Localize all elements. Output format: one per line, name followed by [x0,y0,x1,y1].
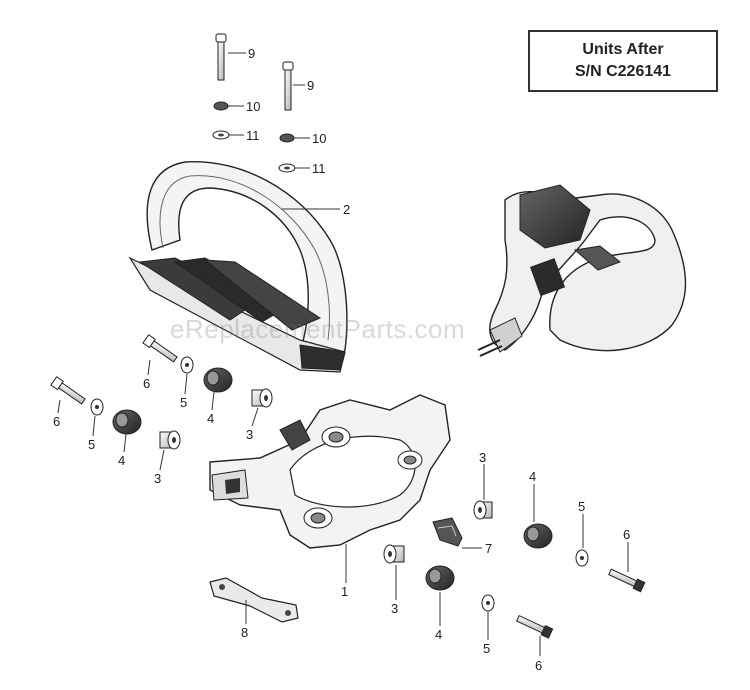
callout-5-bottom: 5 [483,641,490,656]
spacer-3-bottom [383,544,405,564]
callout-6-bottom: 6 [535,658,542,673]
callout-1: 1 [341,584,348,599]
isolator-4-right [523,523,553,549]
watermark: eReplacementParts.com [170,314,466,344]
bolt-6-upper-left [142,334,178,363]
clip-7 [432,517,463,547]
callout-3-lower-left: 3 [154,471,161,486]
washer-5-lower [90,398,104,416]
callout-3-bottom: 3 [391,601,398,616]
callout-10-right: 10 [312,131,326,146]
nut-10-left [213,101,229,111]
callout-11-right: 11 [312,161,326,176]
isolator-4-lower [112,409,142,435]
callout-3-right: 3 [479,450,486,465]
units-after-line2: S/N C226141 [574,63,672,80]
callout-4-right: 4 [529,469,536,484]
callout-9-right: 9 [307,78,314,93]
isolator-4-upper [203,367,233,393]
washer-11-right [278,163,296,173]
callout-3-upper-left: 3 [246,427,253,442]
callout-7: 7 [485,541,492,556]
spacer-3-lower [159,430,181,450]
washer-11-left [212,130,230,140]
callout-9-left: 9 [248,46,255,61]
isolator-4-bottom [425,565,455,591]
bolt-6-bottom [515,614,554,639]
callout-6-right: 6 [623,527,630,542]
callout-5-upper-left: 5 [180,395,187,410]
callout-4-lower-left: 4 [118,453,125,468]
bolt-9-right [282,61,294,111]
callout-10-left: 10 [246,99,260,114]
washer-5-right [575,549,589,567]
leader-lines [57,52,629,656]
callout-8: 8 [241,625,248,640]
plate-8 [209,577,299,623]
spacer-3-upper [251,388,273,408]
callout-2: 2 [343,202,350,217]
callout-5-right: 5 [578,499,585,514]
washer-5-bottom [481,594,495,612]
washer-5-upper [180,356,194,374]
rear-handle [477,184,687,357]
main-mount-bracket-1 [209,394,451,549]
spacer-3-right [473,500,493,520]
callout-4-bottom: 4 [435,627,442,642]
callout-11-left: 11 [246,128,260,143]
nut-10-right [279,133,295,143]
units-after-line1: Units After [582,41,664,58]
bolt-6-lower-left [50,376,86,405]
callout-6-lower-left: 6 [53,414,60,429]
bolt-9-left [215,33,227,81]
front-handle-guard-2 [128,160,348,373]
callout-4-upper-left: 4 [207,411,214,426]
callout-6-upper-left: 6 [143,376,150,391]
callout-5-lower-left: 5 [88,437,95,452]
bolt-6-right [608,568,646,593]
units-after-box: Units After S/N C226141 [528,30,718,92]
